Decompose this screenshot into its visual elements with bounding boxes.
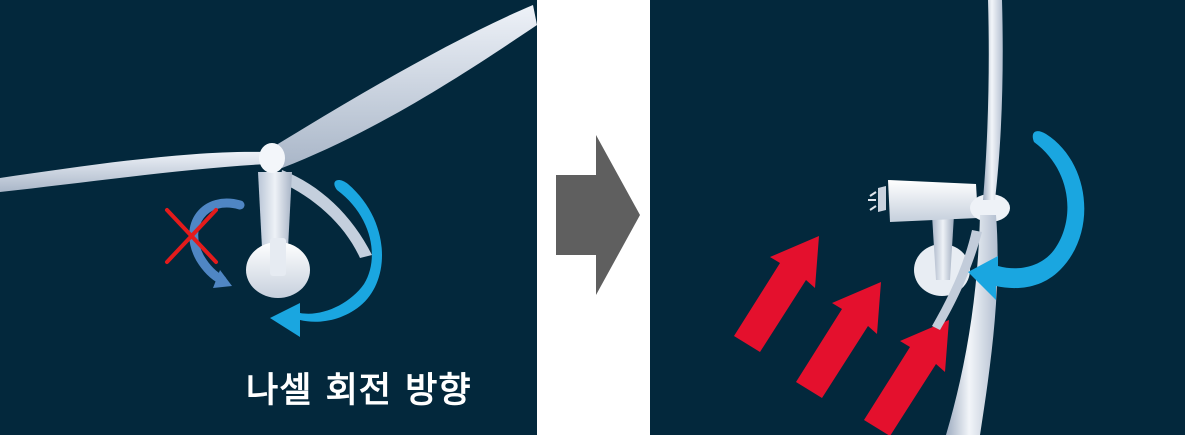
lower-blade [280,170,372,258]
wind-arrow-icon [734,236,949,435]
left-blade [0,151,268,192]
side-tower [932,215,954,280]
front-view-illustration [0,0,537,435]
nacelle [868,180,978,222]
tower-neck [270,238,286,276]
upper-blade [983,0,1003,200]
swept-blade [932,230,982,330]
side-view-illustration [650,0,1185,435]
upper-right-blade [268,5,537,168]
x-mark-icon [165,208,218,264]
nacelle-rotation-arrow-icon [270,179,382,337]
right-panel-side-view [650,0,1185,435]
left-panel-front-view: 나셀 회전 방향 [0,0,537,435]
tower [258,172,292,248]
wrong-rotation-arrow-icon [189,198,245,288]
right-arrow-icon [556,135,640,295]
hub [259,143,285,173]
nacelle-yaw-rotation-arrow-icon [968,131,1085,300]
caption-nacelle-rotation-direction: 나셀 회전 방향 [246,371,472,411]
